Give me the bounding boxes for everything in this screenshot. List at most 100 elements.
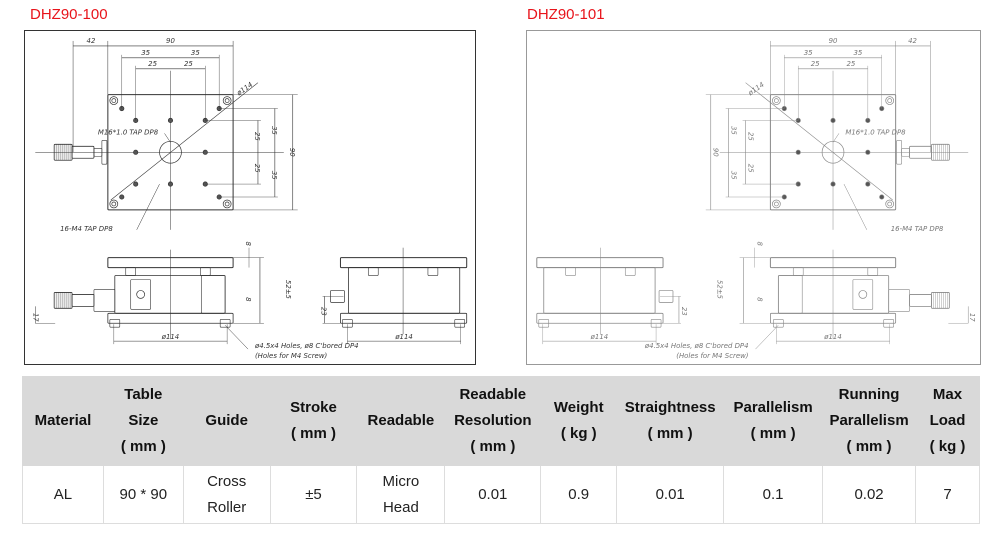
- hole: [887, 98, 893, 103]
- cbore-hole: [109, 199, 119, 209]
- dimension-label: 16-M4 TAP DP8: [60, 225, 113, 233]
- drawing-line: [565, 267, 576, 276]
- tap-hole: [865, 181, 871, 187]
- dimension-label: M16*1.0 TAP DP8: [845, 128, 906, 136]
- cbore-hole: [222, 96, 232, 105]
- value-cell: 0.9: [540, 465, 618, 524]
- value-text: 7: [943, 485, 952, 503]
- dimension-label: (Holes for M4 Screw): [676, 352, 748, 360]
- center-hole: [159, 140, 182, 164]
- header-text: ( kg ): [560, 425, 597, 442]
- hole: [774, 98, 779, 103]
- dimension-label: 35: [804, 49, 813, 57]
- stage-body: [777, 275, 890, 314]
- drawing-line: [367, 267, 379, 276]
- center-hole: [821, 140, 845, 164]
- value-text: 0.01: [478, 485, 508, 503]
- tap-hole: [119, 194, 125, 200]
- value-text: 90 * 90: [119, 485, 168, 503]
- header-text: Readable: [459, 386, 527, 403]
- header-cell: Weight( kg ): [540, 376, 618, 466]
- header-text: Table: [124, 386, 163, 403]
- stage-body: [114, 275, 226, 314]
- dimension-label: 23: [680, 307, 688, 316]
- dimension-label: 25: [253, 132, 261, 141]
- tap-hole: [133, 181, 139, 187]
- header-text: Running: [838, 386, 900, 403]
- value-text: Cross: [207, 472, 247, 490]
- tap-hole: [167, 117, 174, 123]
- tap-hole: [795, 149, 801, 155]
- dimension-label: 35: [141, 49, 150, 57]
- dimension-label: 90: [166, 37, 175, 45]
- dimension-label: ø114: [823, 333, 842, 341]
- header-cell: Straightness( mm ): [616, 376, 725, 466]
- drawing-line: [755, 325, 779, 350]
- header-cell: Parallelism( mm ): [723, 376, 824, 466]
- value-text: 0.1: [762, 485, 784, 503]
- stage-body: [543, 267, 656, 314]
- value-text: AL: [53, 485, 73, 503]
- clamp-lock: [130, 279, 151, 310]
- cbore-hole: [772, 199, 781, 209]
- header-text: ( mm ): [470, 438, 516, 455]
- value-cell: 0.01: [444, 465, 542, 524]
- drawing-line: [538, 318, 550, 328]
- value-cell: 0.02: [822, 465, 917, 524]
- tap-hole: [879, 194, 885, 200]
- dimension-label: 25: [747, 132, 755, 141]
- header-text: ( mm ): [846, 438, 892, 455]
- header-text: ( mm ): [291, 425, 336, 442]
- value-text: 0.02: [854, 485, 884, 503]
- header-text: ( mm ): [120, 438, 166, 455]
- dimension-label: 90: [288, 148, 296, 157]
- dimension-label: ø4.5x4 Holes, ø8 C'bored DP4: [254, 342, 359, 350]
- drawing-line: [219, 318, 231, 328]
- dimension-label: ø114: [746, 81, 766, 98]
- dimension-label: 8: [244, 242, 252, 247]
- drawing-line: [745, 82, 893, 201]
- stage-plate-end-view: [339, 257, 468, 269]
- drawing-line: [101, 140, 108, 165]
- value-text: Head: [382, 498, 419, 516]
- header-text: ( mm ): [647, 425, 693, 442]
- drawing-line: [843, 183, 868, 230]
- stage-body: [348, 267, 461, 314]
- header-text: Max: [932, 386, 963, 403]
- drawing-line: [867, 267, 879, 276]
- dimension-label: 25: [148, 60, 157, 68]
- drawing-line: [888, 289, 910, 312]
- model-title-dhz90-100: DHZ90-100: [30, 6, 108, 23]
- value-text: Roller: [207, 498, 247, 516]
- tap-hole: [830, 181, 836, 187]
- dimension-label: 52±5: [716, 280, 724, 300]
- drawing-line: [164, 133, 171, 143]
- stage-base: [340, 312, 468, 324]
- dimension-label: (Holes for M4 Screw): [255, 352, 327, 360]
- dimension-label: 17: [968, 313, 976, 322]
- drawing-line: [71, 294, 95, 307]
- drawing-line: [778, 275, 803, 314]
- value-cell: 0.1: [723, 465, 824, 524]
- tap-hole: [830, 117, 836, 123]
- stage-plate-end-view: [536, 257, 664, 269]
- drawing-line: [110, 82, 259, 201]
- dimension-label: 8: [755, 242, 763, 247]
- dimension-label: 16-M4 TAP DP8: [891, 225, 944, 233]
- cbore-hole: [109, 96, 119, 105]
- stage-base: [536, 312, 664, 324]
- header-cell: Readable: [356, 376, 446, 466]
- model-title-dhz90-101: DHZ90-101: [527, 6, 605, 23]
- header-text: Readable: [367, 412, 435, 429]
- value-cell: AL: [22, 465, 104, 524]
- drawing-line: [454, 318, 466, 328]
- header-cell: Stroke( mm ): [269, 376, 358, 466]
